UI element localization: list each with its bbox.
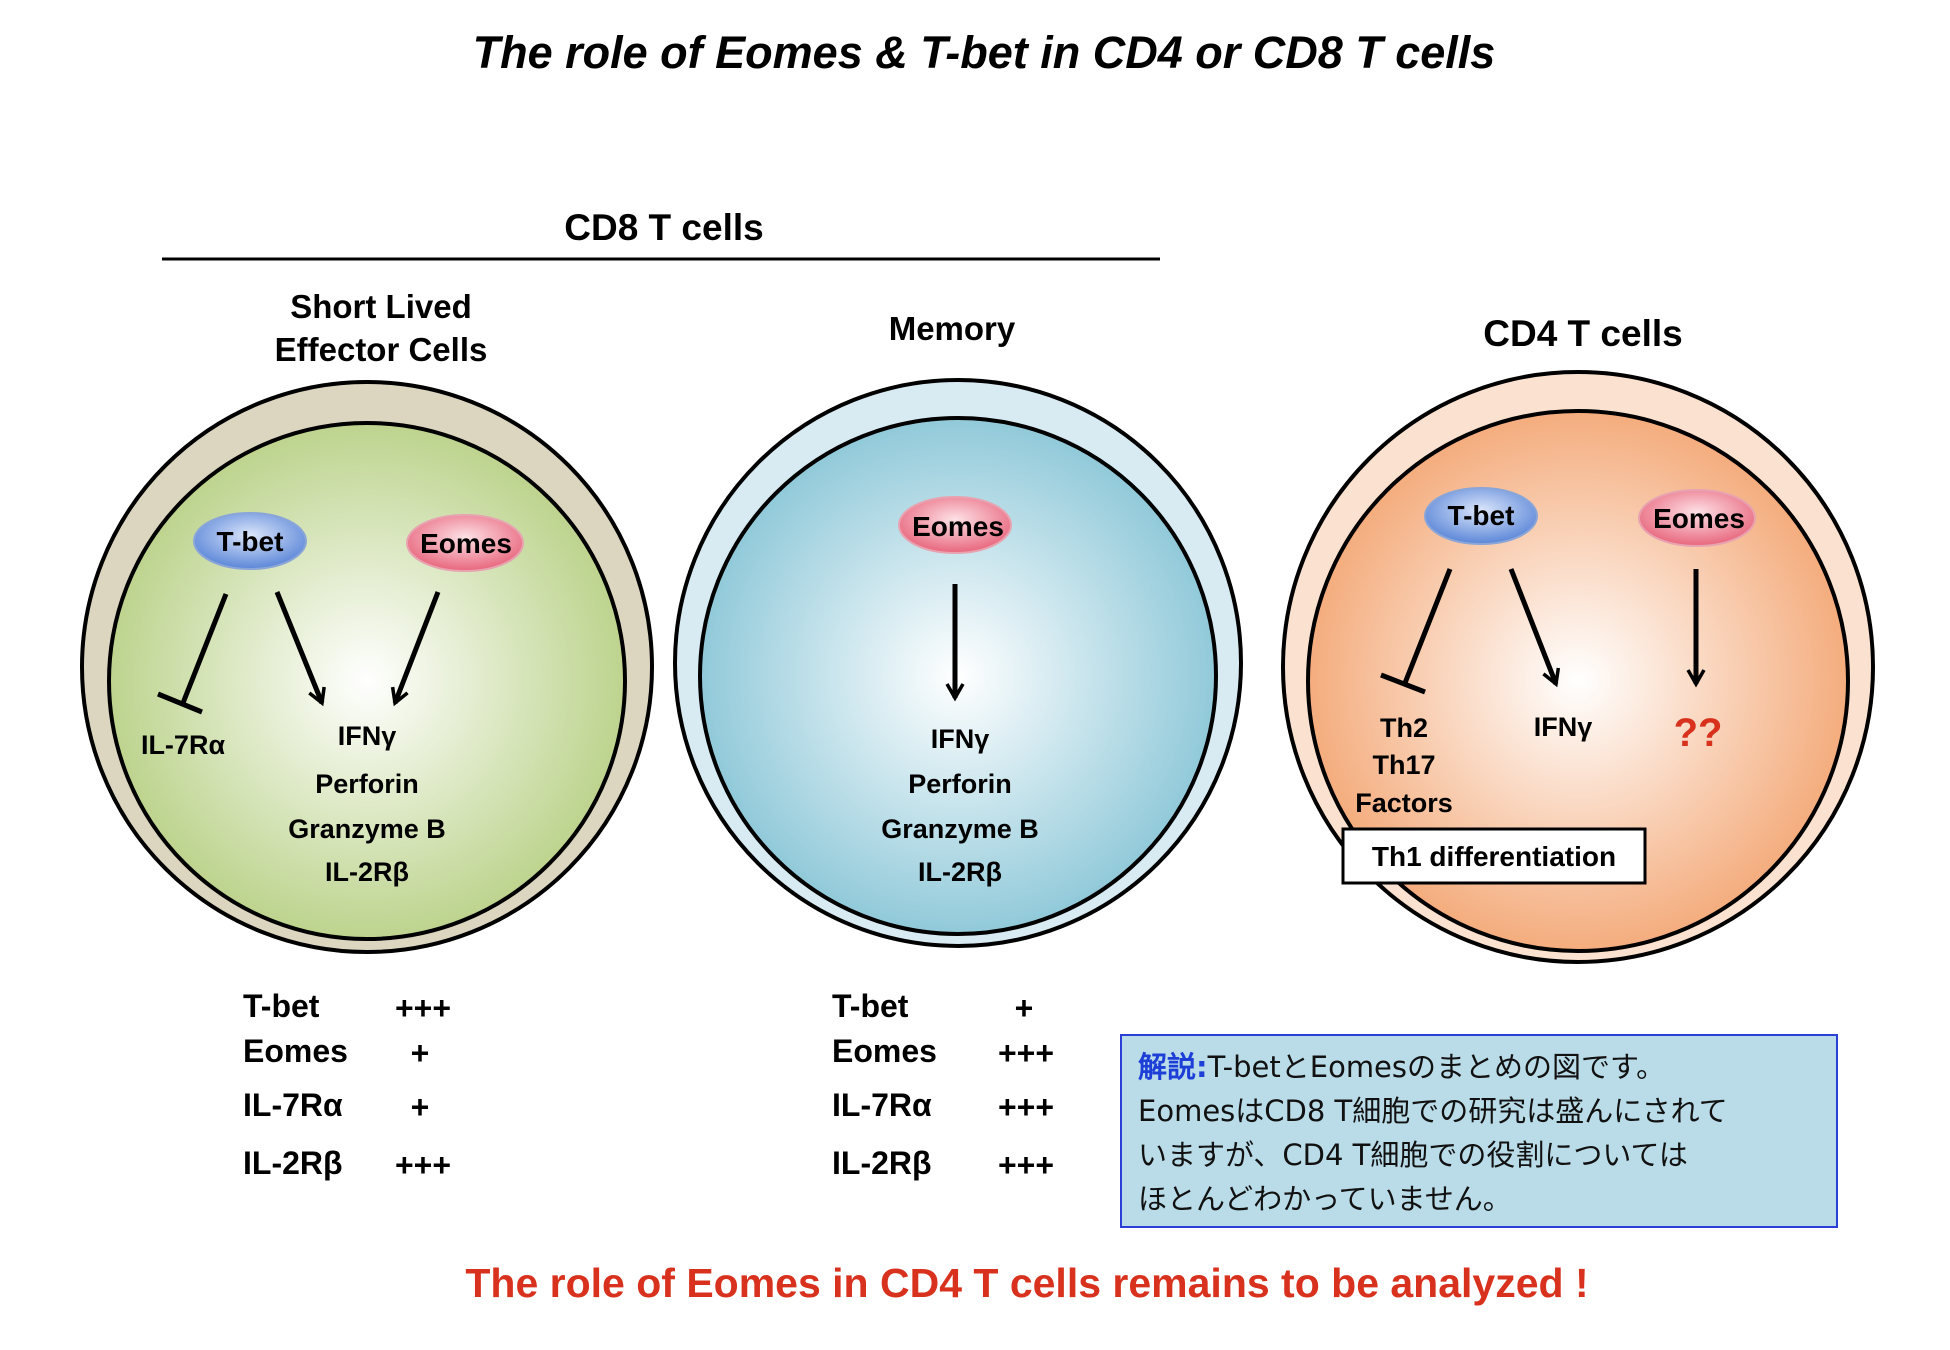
cd4-inhibit-arrow <box>1402 568 1453 684</box>
cd4-panel: CD4 T cells T-bet Eomes Th2 Th17 Factors… <box>1281 313 1875 964</box>
memory-product-4: IL-2Rβ <box>918 857 1002 887</box>
slec-inhibit-bar <box>157 691 203 715</box>
slec-table-value-3: + <box>411 1089 430 1125</box>
memory-table-value-3: +++ <box>998 1089 1054 1125</box>
cd4-unknown-mark: ?? <box>1674 711 1723 755</box>
slec-title-line1: Short Lived <box>290 288 472 325</box>
cd4-inhibited-1: Th2 <box>1380 713 1428 743</box>
th1-differentiation-box <box>1341 827 1647 885</box>
memory-table-value-4: +++ <box>998 1147 1054 1183</box>
conclusion-text: The role of Eomes in CD4 T cells remains… <box>465 1260 1588 1306</box>
slec-tbet-label: T-bet <box>217 526 284 557</box>
slec-eomes-activate-arrow <box>390 591 441 707</box>
memory-panel: Memory Eomes IFNγ Perforin Granzyme B IL… <box>673 310 1243 948</box>
memory-table-label-4: IL-2Rβ <box>832 1145 932 1181</box>
memory-table-value-1: + <box>1015 990 1034 1026</box>
slec-panel: Short Lived Effector Cells T-bet Eomes I… <box>80 288 654 954</box>
slec-product-3: Granzyme B <box>288 814 446 844</box>
cd4-header: CD4 T cells <box>1483 313 1682 354</box>
memory-product-2: Perforin <box>908 769 1012 799</box>
th1-differentiation-label: Th1 differentiation <box>1372 841 1616 872</box>
explanation-note: 解説:T-betとEomesのまとめの図です。 EomesはCD8 T細胞での研… <box>1120 1034 1838 1228</box>
note-line-2: EomesはCD8 T細胞での研究は盛んにされて <box>1138 1094 1728 1128</box>
cd4-inhibited-2: Th17 <box>1372 750 1435 780</box>
slec-table-value-4: +++ <box>395 1147 451 1183</box>
slec-product-2: Perforin <box>315 769 419 799</box>
memory-cell-inner <box>698 416 1218 936</box>
slec-table-label-1: T-bet <box>243 988 320 1024</box>
memory-table-value-2: +++ <box>998 1035 1054 1071</box>
cd4-cell-inner <box>1306 409 1850 953</box>
slec-title-line2: Effector Cells <box>275 331 488 368</box>
memory-product-1: IFNγ <box>931 724 990 754</box>
memory-eomes-label: Eomes <box>912 511 1004 542</box>
cd4-eomes-pill <box>1638 489 1756 547</box>
cd8-header: CD8 T cells <box>564 207 763 248</box>
slec-table-label-2: Eomes <box>243 1033 348 1069</box>
slec-product-1: IFNγ <box>338 721 397 751</box>
slec-table-value-1: +++ <box>395 990 451 1026</box>
memory-expression-table: T-bet + Eomes +++ IL-7Rα +++ IL-2Rβ +++ <box>832 988 1054 1183</box>
note-text-1: T-betとEomesのまとめの図です。 <box>1207 1050 1666 1084</box>
cd4-inhibit-bar <box>1380 672 1426 695</box>
slec-table-label-3: IL-7Rα <box>243 1087 343 1123</box>
memory-eomes-pill <box>898 496 1012 554</box>
page-title: The role of Eomes & T-bet in CD4 or CD8 … <box>473 27 1496 78</box>
note-line-3: いますが、CD4 T細胞での役割については <box>1138 1138 1688 1172</box>
slec-tbet-pill <box>193 512 307 570</box>
memory-table-label-2: Eomes <box>832 1033 937 1069</box>
memory-product-3: Granzyme B <box>881 814 1039 844</box>
memory-title: Memory <box>889 310 1016 347</box>
slec-inhibit-arrow <box>180 593 229 704</box>
slec-inhibited-target: IL-7Rα <box>141 730 226 760</box>
cd4-tbet-label: T-bet <box>1448 500 1515 531</box>
cd4-tbet-pill <box>1424 487 1538 545</box>
memory-table-label-3: IL-7Rα <box>832 1087 932 1123</box>
cd4-tbet-activate-arrow <box>1508 568 1561 688</box>
slec-eomes-label: Eomes <box>420 528 512 559</box>
slec-tbet-activate-arrow <box>274 591 326 707</box>
cd4-eomes-label: Eomes <box>1653 503 1745 534</box>
cd4-product: IFNγ <box>1534 712 1593 742</box>
slec-table-value-2: + <box>411 1035 430 1071</box>
note-label: 解説: <box>1138 1050 1208 1084</box>
slec-eomes-pill <box>406 514 524 572</box>
slec-product-4: IL-2Rβ <box>325 857 409 887</box>
slec-expression-table: T-bet +++ Eomes + IL-7Rα + IL-2Rβ +++ <box>243 988 451 1183</box>
note-line-4: ほとんどわかっていません。 <box>1138 1182 1512 1216</box>
cd4-inhibited-3: Factors <box>1355 788 1453 818</box>
note-line-1: 解説:T-betとEomesのまとめの図です。 <box>1138 1045 1820 1089</box>
memory-table-label-1: T-bet <box>832 988 909 1024</box>
slec-table-label-4: IL-2Rβ <box>243 1145 343 1181</box>
